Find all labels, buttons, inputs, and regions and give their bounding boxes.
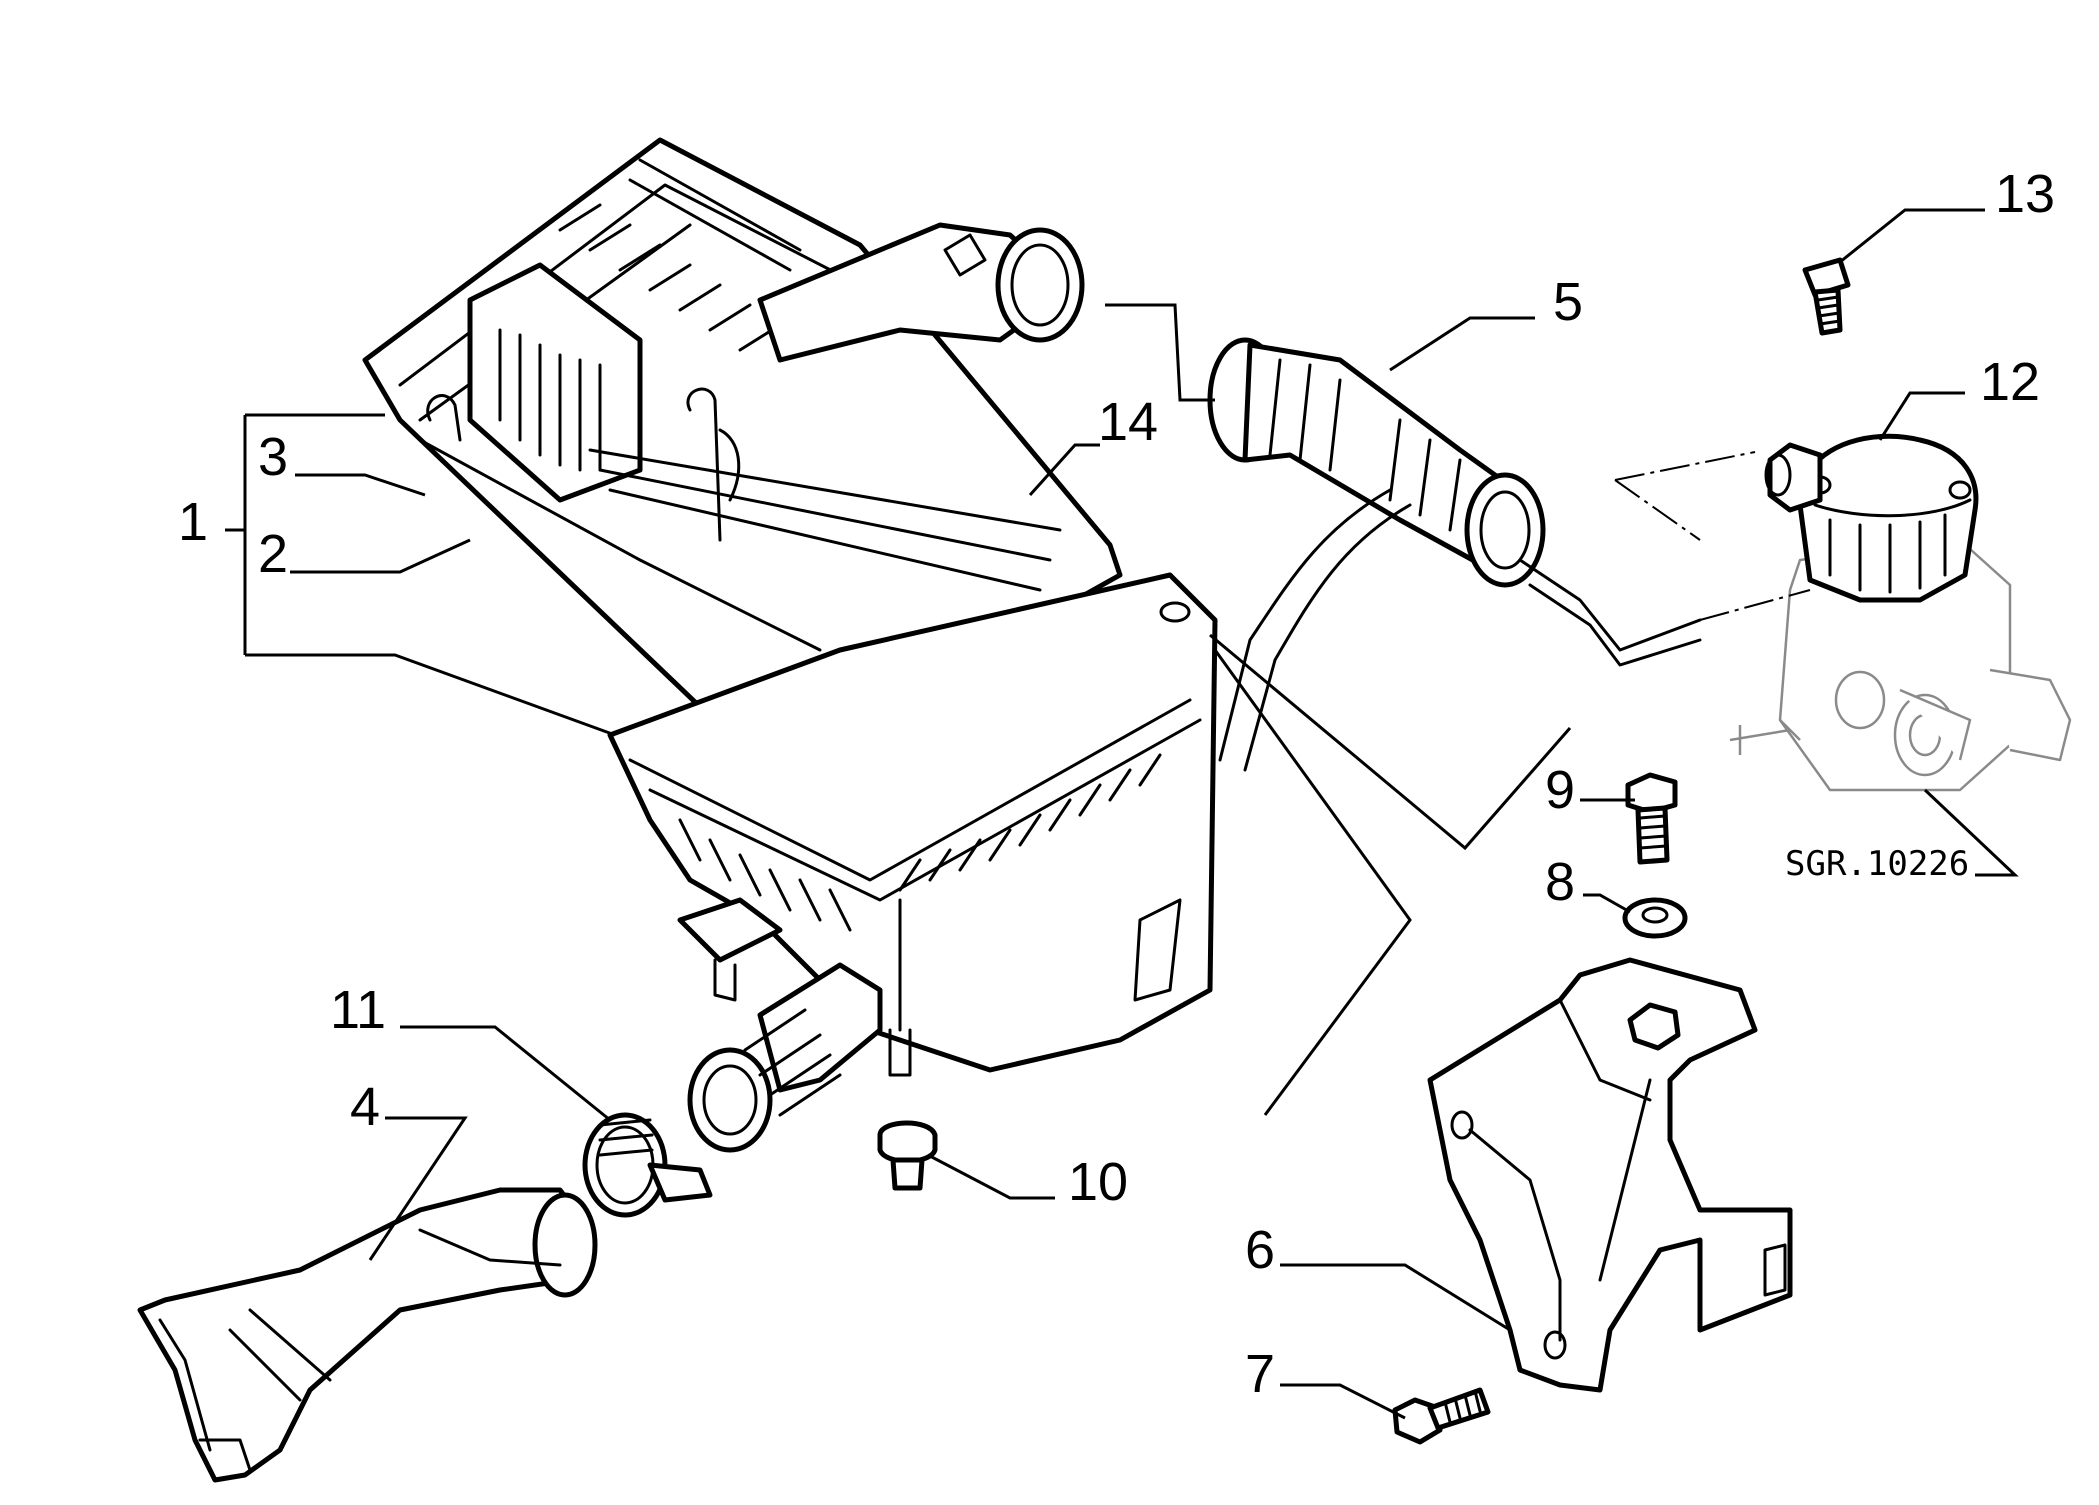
grommet-10 <box>877 1120 938 1191</box>
label-13: 13 <box>1995 164 2055 224</box>
breather-separator <box>1729 433 2072 792</box>
label-2: 2 <box>258 524 288 584</box>
label-1: 1 <box>178 492 208 552</box>
assembly-line-lower <box>1699 589 1811 621</box>
mounting-bracket <box>1427 957 1793 1393</box>
intake-hose <box>1207 337 1702 772</box>
bolt-9 <box>1625 772 1678 865</box>
label-14: 14 <box>1098 392 1158 452</box>
air-filter-box <box>607 572 1218 1153</box>
label-12: 12 <box>1980 352 2040 412</box>
label-3: 3 <box>258 427 288 487</box>
intake-snorkel <box>137 1187 598 1483</box>
label-6: 6 <box>1245 1220 1275 1280</box>
assembly-line-upper <box>1614 451 1756 541</box>
air-filter-lid <box>362 137 1123 763</box>
bolt-7 <box>1392 1387 1491 1445</box>
screw-13 <box>1802 257 1851 336</box>
drawing-code: SGR.10226 <box>1785 844 1969 884</box>
label-7: 7 <box>1245 1344 1275 1404</box>
hose-clamp-11 <box>582 1112 713 1218</box>
label-4: 4 <box>350 1077 380 1137</box>
washer-8 <box>1622 897 1688 939</box>
label-8: 8 <box>1545 852 1575 912</box>
label-10: 10 <box>1068 1152 1128 1212</box>
label-11: 11 <box>330 980 386 1040</box>
leader-lines <box>225 208 2019 1420</box>
label-9: 9 <box>1545 760 1575 820</box>
label-5: 5 <box>1553 272 1583 332</box>
